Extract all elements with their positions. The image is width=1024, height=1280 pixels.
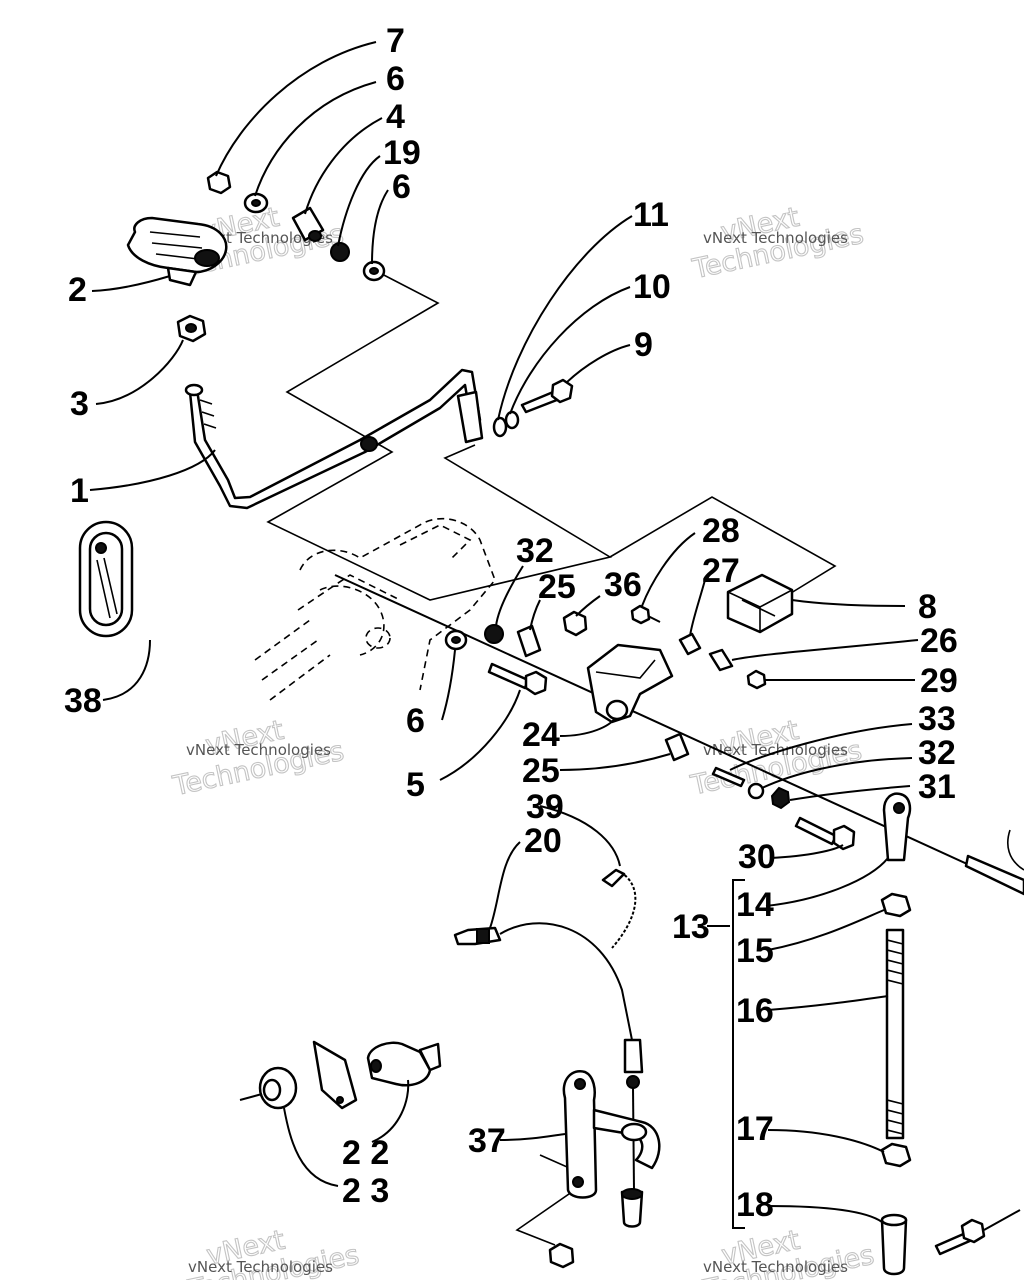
- ignition-switch-22: [366, 1041, 442, 1087]
- callout-2: 2: [68, 271, 87, 309]
- callout-10: 10: [633, 268, 671, 306]
- engine-ghost: [254, 517, 496, 701]
- watermark-small: vNext Technologies: [703, 229, 848, 247]
- callout-7: 7: [386, 22, 405, 60]
- switch-bracket: [562, 1069, 661, 1199]
- handle-grip: [126, 216, 228, 287]
- watermark-small: vNext Technologies: [703, 741, 848, 759]
- nut-36: [562, 610, 588, 637]
- callout-32: 32: [918, 734, 956, 772]
- watermark-small: vNext Technologies: [188, 1258, 333, 1276]
- switch-plate: [312, 1040, 358, 1110]
- nut-15: [880, 892, 912, 918]
- callout-30: 30: [738, 838, 776, 876]
- callout-36: 36: [604, 566, 642, 604]
- callout-1: 1: [70, 472, 89, 510]
- callout-labels: 7 6 4 19 6 2 3 1 11 10 9 38 32 25 36 28 …: [64, 22, 958, 1224]
- callout-6: 6: [406, 702, 425, 740]
- callout-24: 24: [522, 716, 560, 754]
- callout-26: 26: [920, 622, 958, 660]
- washer-32b: [747, 782, 765, 800]
- ball-joint-14: [882, 792, 912, 862]
- throttle-shaft: [334, 574, 1024, 891]
- wire-harness: [453, 922, 644, 1191]
- bushing-27: [678, 632, 702, 656]
- callout-28: 28: [702, 512, 740, 550]
- wire-strap: [601, 868, 637, 949]
- watermark-small: vNext Technologies: [186, 741, 331, 759]
- callout-11: 11: [633, 196, 669, 234]
- callout-25: 25: [522, 752, 560, 790]
- callout-20: 20: [524, 822, 562, 860]
- callout-9: 9: [634, 326, 653, 364]
- callout-3: 3: [70, 385, 89, 423]
- callout-6: 6: [392, 168, 411, 206]
- nut-17: [880, 1142, 912, 1168]
- spacer-block: [726, 573, 794, 634]
- washer-6b: [362, 260, 386, 282]
- callout-6: 6: [386, 60, 405, 98]
- watermark-bottom-right: vNext Technologies: [699, 1224, 877, 1280]
- callout-15: 15: [736, 932, 774, 970]
- bolt-9: [520, 378, 574, 414]
- nut-bottom: [548, 1242, 575, 1269]
- watermark-bottom-left: vNext Technologies: [184, 1224, 362, 1280]
- grip-cover: [78, 520, 134, 638]
- callout-18: 18: [736, 1186, 774, 1224]
- washer-32a: [484, 624, 504, 644]
- callout-14: 14: [736, 886, 774, 924]
- callout-29: 29: [920, 662, 958, 700]
- callout-8: 8: [918, 588, 937, 626]
- nut-29: [746, 669, 767, 690]
- callout-38: 38: [64, 682, 102, 720]
- lock-nut-31: [770, 786, 791, 810]
- plunger-switch: [620, 1188, 644, 1228]
- bolt-5: [487, 662, 548, 696]
- callout-39: 39: [526, 788, 564, 826]
- bolt-30: [794, 816, 856, 851]
- watermark-small: vNext Technologies: [703, 1258, 848, 1276]
- callout-25: 25: [538, 568, 576, 606]
- callout-13: 13: [672, 908, 710, 946]
- leader-lines: [89, 41, 919, 1223]
- callout-22: 2 2: [342, 1134, 389, 1172]
- threaded-rod: [885, 928, 905, 1140]
- callout-27: 27: [702, 552, 740, 590]
- callout-4: 4: [386, 98, 405, 136]
- lever-rod: [184, 368, 484, 510]
- callout-23: 2 3: [342, 1172, 389, 1210]
- spacer-25b: [664, 732, 690, 762]
- callout-32: 32: [516, 532, 554, 570]
- washer-11: [492, 416, 508, 438]
- right-bolt: [934, 1209, 1021, 1256]
- washer-6c: [444, 629, 468, 651]
- callout-33: 33: [918, 700, 956, 738]
- bushing-19: [330, 242, 350, 262]
- washer-6a: [243, 192, 269, 214]
- callout-31: 31: [918, 768, 956, 806]
- rod-end-18: [880, 1213, 908, 1276]
- callout-37: 37: [468, 1122, 506, 1160]
- washer-10: [504, 410, 520, 430]
- right-rod-end: [964, 829, 1024, 896]
- callout-5: 5: [406, 766, 425, 804]
- pin-26: [708, 648, 734, 672]
- callout-19: 19: [383, 134, 421, 172]
- screw-28: [630, 604, 661, 625]
- callout-17: 17: [736, 1110, 774, 1148]
- nut-3: [176, 314, 207, 343]
- pin-33: [711, 766, 746, 788]
- nut-7: [206, 170, 232, 195]
- spacer-25a: [516, 624, 542, 658]
- callout-16: 16: [736, 992, 774, 1030]
- linkage-bracket: [732, 879, 745, 1229]
- pivot-bracket: [586, 643, 674, 724]
- spacer-4: [291, 206, 325, 242]
- switch-nut-23: [239, 1066, 298, 1110]
